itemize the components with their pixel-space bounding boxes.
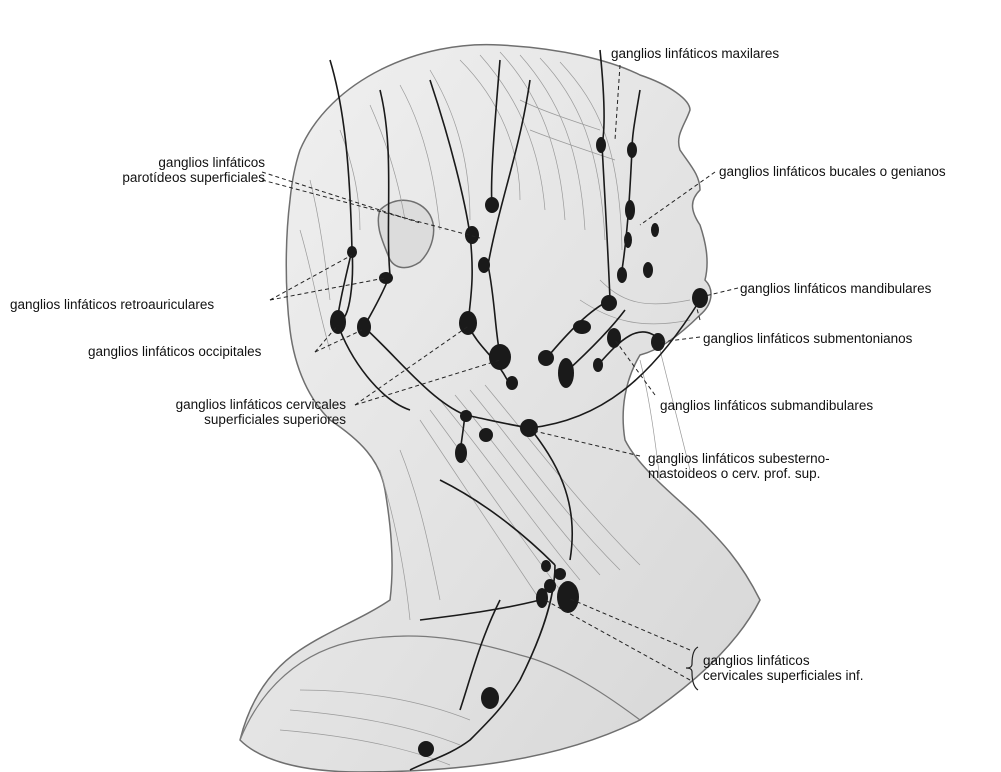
label-mandibulares: ganglios linfáticos mandibulares [740, 281, 931, 296]
label-cervicales-inf-line2: cervicales superficiales inf. [703, 668, 864, 683]
label-maxilares: ganglios linfáticos maxilares [611, 46, 779, 61]
label-cervicales-sup: ganglios linfáticos cervicales superfici… [110, 397, 346, 427]
label-retroauriculares: ganglios linfáticos retroauriculares [10, 297, 214, 312]
label-bucales: ganglios linfáticos bucales o genianos [719, 164, 946, 179]
label-parotideos-line1: ganglios linfáticos [118, 155, 265, 170]
label-occipitales: ganglios linfáticos occipitales [88, 344, 261, 359]
label-cervicales-sup-line1: ganglios linfáticos cervicales [110, 397, 346, 412]
label-cervicales-inf: ganglios linfáticos cervicales superfici… [703, 653, 864, 683]
label-subesterno-line2: mastoideos o cerv. prof. sup. [648, 466, 830, 481]
label-submentonianos: ganglios linfáticos submentonianos [703, 331, 912, 346]
label-subesterno: ganglios linfáticos subesterno- mastoide… [648, 451, 830, 481]
label-subesterno-line1: ganglios linfáticos subesterno- [648, 451, 830, 466]
label-cervicales-sup-line2: superficiales superiores [110, 412, 346, 427]
label-parotideos-line2: parotídeos superficiales [118, 170, 265, 185]
label-parotideos: ganglios linfáticos parotídeos superfici… [118, 155, 265, 185]
label-submandibulares: ganglios linfáticos submandibulares [660, 398, 873, 413]
label-cervicales-inf-line1: ganglios linfáticos [703, 653, 864, 668]
